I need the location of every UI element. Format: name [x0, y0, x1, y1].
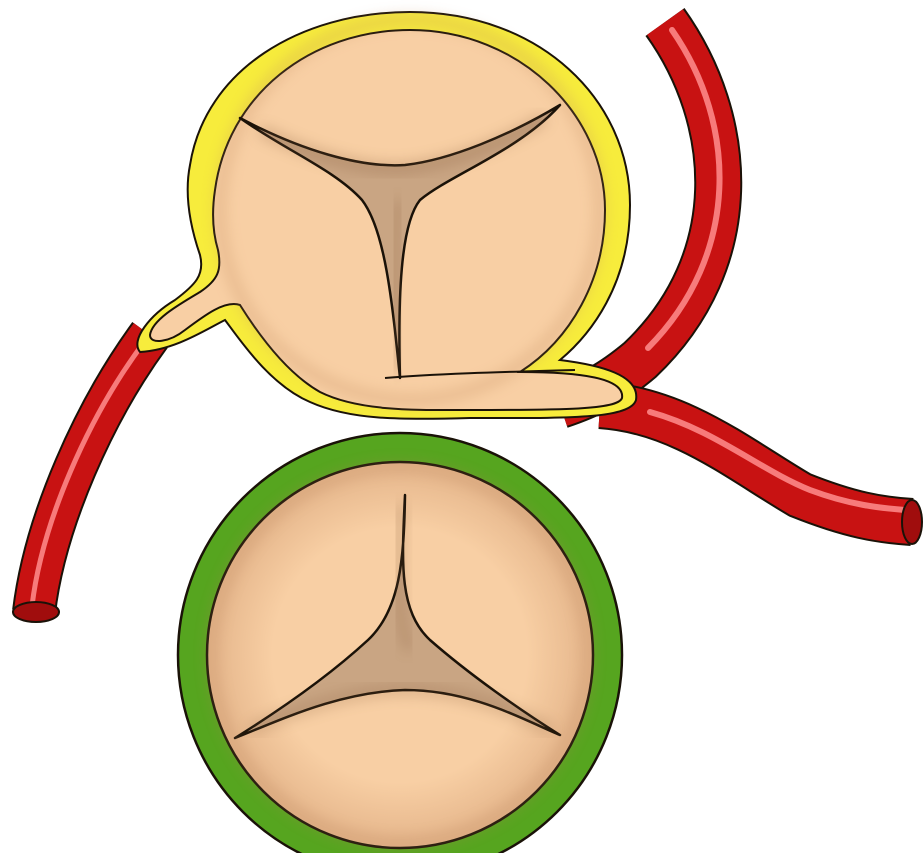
native-aortic-valve: [137, 12, 636, 419]
left-coronary-artery: [13, 335, 150, 622]
prosthetic-valve: [178, 433, 622, 853]
